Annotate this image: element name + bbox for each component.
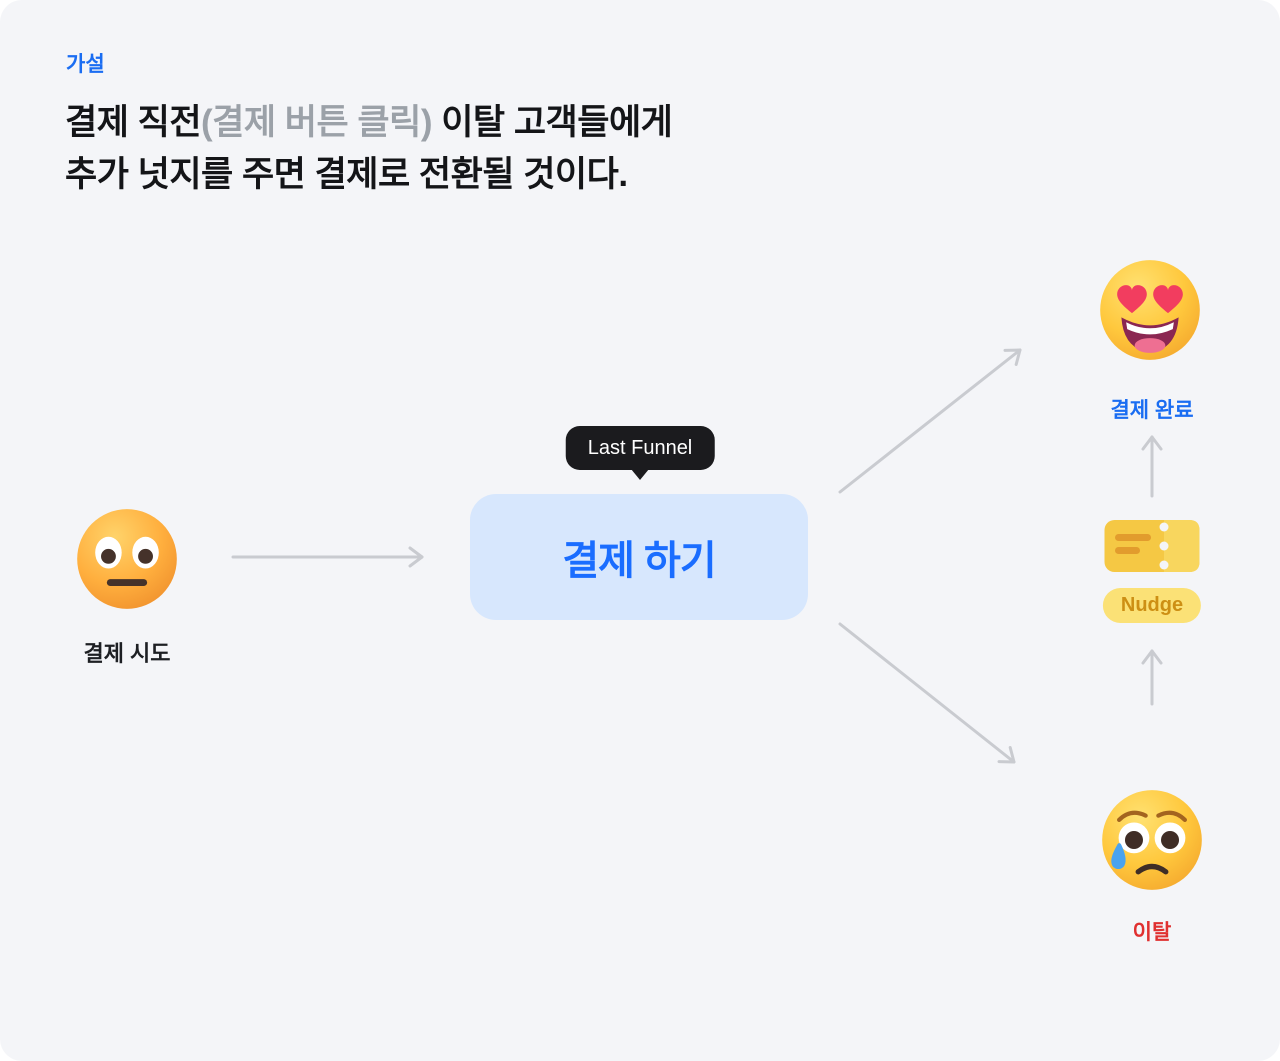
nudge-node [1104, 519, 1200, 573]
churn-node [1099, 787, 1205, 893]
success-label: 결제 완료 [1110, 399, 1194, 422]
headline-line2-tail: 것이다. [514, 155, 628, 194]
success-node [1097, 257, 1203, 363]
neutral-face-emoji [77, 509, 177, 609]
headline-line1: 결제 직전(결제 버튼 클릭) 이탈 고객들에게 [65, 94, 673, 145]
arrow-funnel-to-churn [838, 622, 1016, 764]
nudge-label: Nudge [1102, 588, 1202, 623]
pay-button[interactable]: 결제 하기 [470, 494, 808, 620]
start-label: 결제 시도 [83, 641, 171, 666]
headline-parenthetical: (결제 버튼 클릭) [201, 103, 432, 142]
arrow-start-to-funnel [231, 546, 424, 568]
headline-tail: 이탈 고객들에게 [432, 103, 673, 142]
arrow-churn-to-nudge [1141, 649, 1163, 706]
headline-emphasis: 추가 넛지를 주면 결제로 전환될 [65, 155, 515, 194]
crying-face-emoji [1102, 790, 1202, 890]
arrow-funnel-to-success [838, 348, 1022, 494]
hypothesis-eyebrow: 가설 [66, 53, 105, 76]
ticket-icon [1104, 520, 1200, 572]
heart-eyes-emoji [1100, 260, 1200, 360]
headline-lead: 결제 직전 [65, 103, 202, 142]
headline-line2: 추가 넛지를 주면 결제로 전환될 것이다. [65, 146, 628, 197]
arrow-nudge-to-success [1141, 435, 1163, 498]
tooltip-pointer [631, 469, 649, 480]
start-node [74, 506, 180, 612]
churn-label: 이탈 [1132, 921, 1172, 944]
last-funnel-tooltip: Last Funnel [565, 426, 715, 470]
